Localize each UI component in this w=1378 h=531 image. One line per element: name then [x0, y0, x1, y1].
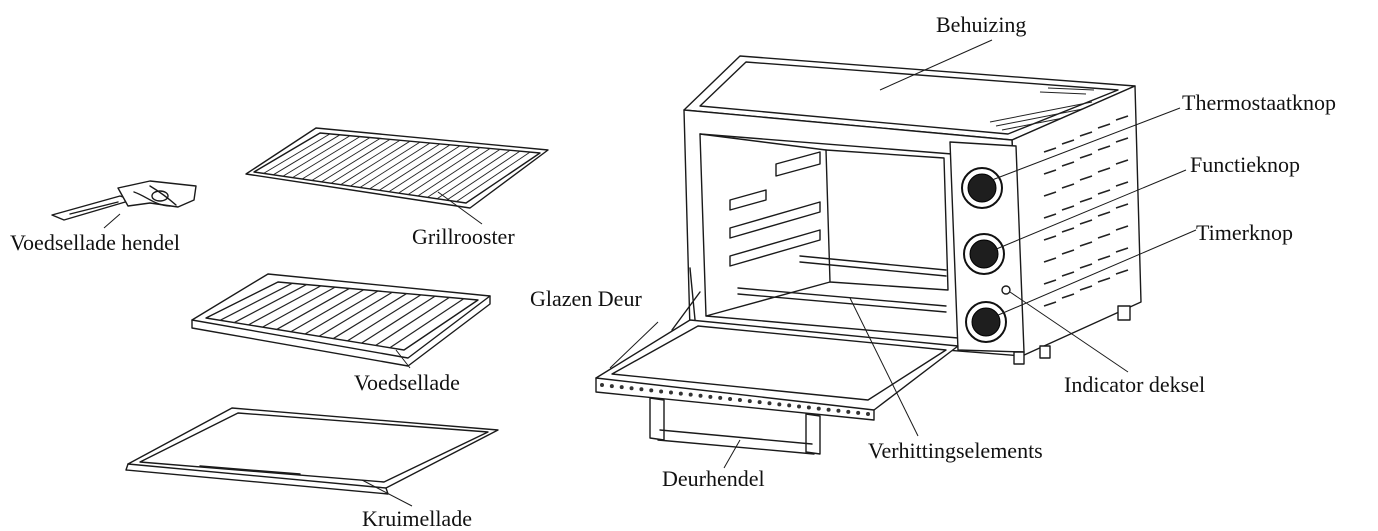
label-kruimellade: Kruimellade — [362, 506, 472, 531]
leader-timerknop — [995, 229, 1197, 317]
glass-door-part — [595, 319, 959, 421]
label-voedsellade: Voedsellade — [354, 370, 460, 395]
food-tray-handle-part — [51, 180, 197, 221]
label-timerknop: Timerknop — [1196, 220, 1293, 245]
label-thermostaatknop: Thermostaatknop — [1182, 90, 1336, 115]
leader-behuizing — [879, 39, 993, 91]
label-glazen-deur: Glazen Deur — [530, 286, 642, 311]
label-voedsellade-hendel: Voedsellade hendel — [10, 230, 180, 255]
label-verhittingselements: Verhittingselements — [868, 438, 1043, 463]
label-functieknop: Functieknop — [1190, 152, 1300, 177]
label-indicator-deksel: Indicator deksel — [1064, 372, 1205, 397]
grill-rack-part — [245, 127, 549, 209]
leader-functieknop — [993, 169, 1187, 251]
oven-body — [671, 55, 1142, 365]
leader-grillrooster — [437, 191, 483, 225]
leader-verhitting — [849, 297, 919, 437]
leader-voedsellade — [395, 349, 411, 369]
label-deurhendel: Deurhendel — [662, 466, 765, 491]
leader-kruimellade — [361, 479, 413, 507]
leader-deurhendel — [723, 439, 741, 469]
leader-glazen-deur — [609, 321, 659, 369]
label-behuizing: Behuizing — [936, 12, 1026, 37]
food-tray-part — [191, 273, 491, 367]
part-labels: Behuizing Thermostaatknop Functieknop Ti… — [10, 12, 1336, 531]
leader-thermostaatknop — [991, 107, 1181, 181]
crumb-tray-part — [125, 407, 499, 495]
leader-lines — [103, 39, 1197, 507]
door-handle-part — [649, 397, 821, 455]
leader-voedsellade-hendel — [103, 213, 121, 229]
label-grillrooster: Grillrooster — [412, 224, 515, 249]
leader-indicator — [1009, 291, 1129, 373]
